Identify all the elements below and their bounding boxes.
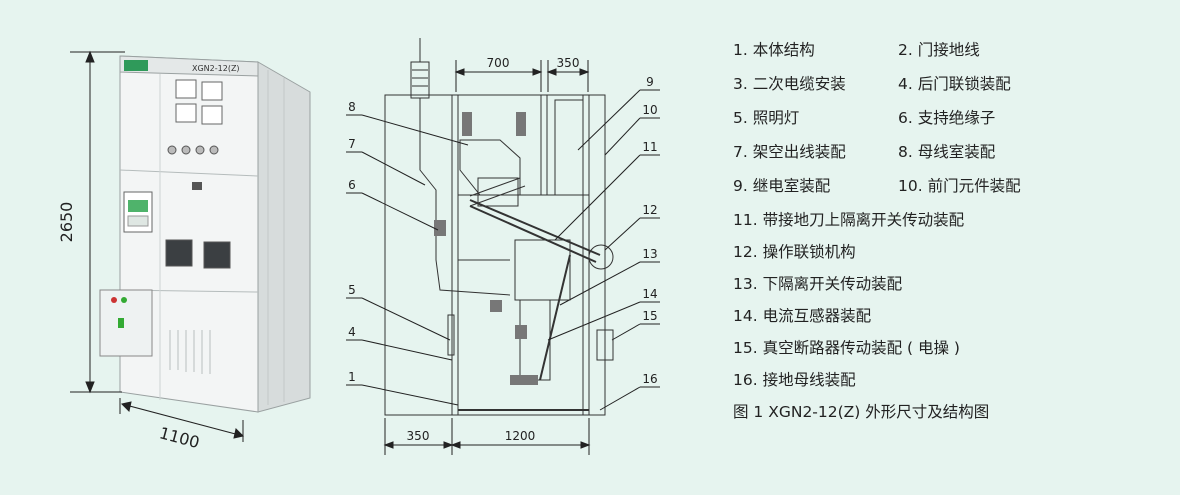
arrow-down-icon: [85, 381, 95, 394]
insulator-icon: [462, 112, 472, 136]
meter-icon: [201, 81, 223, 101]
dim-depth-label: 1100: [157, 423, 201, 452]
handle-icon: [118, 318, 124, 328]
legend-item: 7. 架空出线装配: [733, 143, 846, 161]
figure-caption: 图 1 XGN2-12(Z) 外形尺寸及结构图: [733, 403, 990, 421]
insulator-icon: [490, 300, 502, 312]
model-plate-text: XGN2-12(Z): [192, 64, 240, 73]
lamp-icon: [447, 314, 455, 356]
viewing-window: [203, 241, 231, 269]
brand-logo: [124, 60, 148, 71]
upper-disconnector: [469, 177, 526, 207]
dim-top-1: 700: [487, 56, 510, 70]
ct-icon: [515, 325, 527, 339]
legend-item: 8. 母线室装配: [898, 143, 996, 161]
legend-item: 12. 操作联锁机构: [733, 243, 856, 261]
panel-divider: [119, 169, 259, 177]
callout-8: 8: [348, 100, 356, 114]
legend-item: 4. 后门联锁装配: [898, 75, 1011, 93]
meter-icon: [175, 79, 197, 99]
cabinet-photo: XGN2-12(Z): [99, 55, 311, 413]
mimic-indicator: [127, 215, 149, 227]
meter-icon: [201, 105, 223, 125]
callout-16: 16: [642, 372, 657, 386]
linkage-rod: [469, 205, 597, 263]
indicator-lamp-icon: [111, 297, 117, 303]
dim-depth-line: [121, 403, 244, 437]
callout-9: 9: [646, 75, 654, 89]
dim-bottom-2: 1200: [505, 429, 536, 443]
breaker-body: [519, 299, 551, 381]
cabinet-outline: [384, 94, 606, 416]
callout-11: 11: [642, 140, 657, 154]
dim-bottom-1: 350: [407, 429, 430, 443]
drawing-bottom-dimensions: [383, 418, 591, 455]
legend-item: 6. 支持绝缘子: [898, 109, 996, 127]
linkage-rod: [469, 199, 601, 256]
legend-item: 2. 门接地线: [898, 41, 980, 59]
legend-item: 10. 前门元件装配: [898, 177, 1021, 195]
arrow-up-icon: [85, 50, 95, 63]
switch-icon: [209, 145, 219, 155]
right-callouts: [547, 89, 660, 411]
insulator-icon: [434, 220, 446, 236]
interlock-mechanism: [588, 244, 614, 270]
operating-mechanism: [596, 329, 614, 361]
dim-top-2: 350: [557, 56, 580, 70]
vent-grille: [169, 330, 211, 374]
left-callouts: [346, 114, 469, 406]
arrow-left-icon: [121, 401, 132, 412]
callout-12: 12: [642, 203, 657, 217]
callout-13: 13: [642, 247, 657, 261]
legend-item: 11. 带接地刀上隔离开关传动装配: [733, 211, 965, 229]
viewing-window: [165, 239, 193, 267]
callout-10: 10: [642, 103, 657, 117]
section-drawing: [384, 38, 614, 416]
bushing: [410, 61, 430, 99]
switch-icon: [167, 145, 177, 155]
callout-4: 4: [348, 325, 356, 339]
dim-height-label: 2650: [57, 202, 76, 243]
linkage-rod: [539, 254, 571, 381]
callout-1: 1: [348, 370, 356, 384]
busbar-chamber: [459, 139, 521, 196]
switch-icon: [195, 145, 205, 155]
legend-item: 5. 照明灯: [733, 109, 800, 127]
drawing-top-dimensions: [454, 60, 590, 92]
legend-item: 3. 二次电缆安装: [733, 75, 846, 93]
insulator-icon: [516, 112, 526, 136]
legend-item: 13. 下隔离开关传动装配: [733, 275, 903, 293]
indicator-lamp-icon: [121, 297, 127, 303]
callout-5: 5: [348, 283, 356, 297]
lower-disconnector: [510, 375, 538, 385]
mimic-indicator: [128, 200, 148, 212]
legend-item: 1. 本体结构: [733, 41, 815, 59]
switch-icon: [181, 145, 191, 155]
callout-15: 15: [642, 309, 657, 323]
legend-item: 16. 接地母线装配: [733, 371, 856, 389]
callout-14: 14: [642, 287, 657, 301]
legend-item: 15. 真空断路器传动装配 ( 电操 ): [733, 339, 960, 357]
label-tag: [192, 182, 202, 190]
relay-room: [554, 99, 584, 196]
nameplate-strip: [119, 55, 259, 77]
legend-item: 14. 电流互感器装配: [733, 307, 872, 325]
meter-icon: [175, 103, 197, 123]
callout-7: 7: [348, 137, 356, 151]
callout-6: 6: [348, 178, 356, 192]
legend-item: 9. 继电室装配: [733, 177, 831, 195]
photo-dimensions: [70, 50, 244, 442]
arrow-right-icon: [233, 428, 244, 439]
